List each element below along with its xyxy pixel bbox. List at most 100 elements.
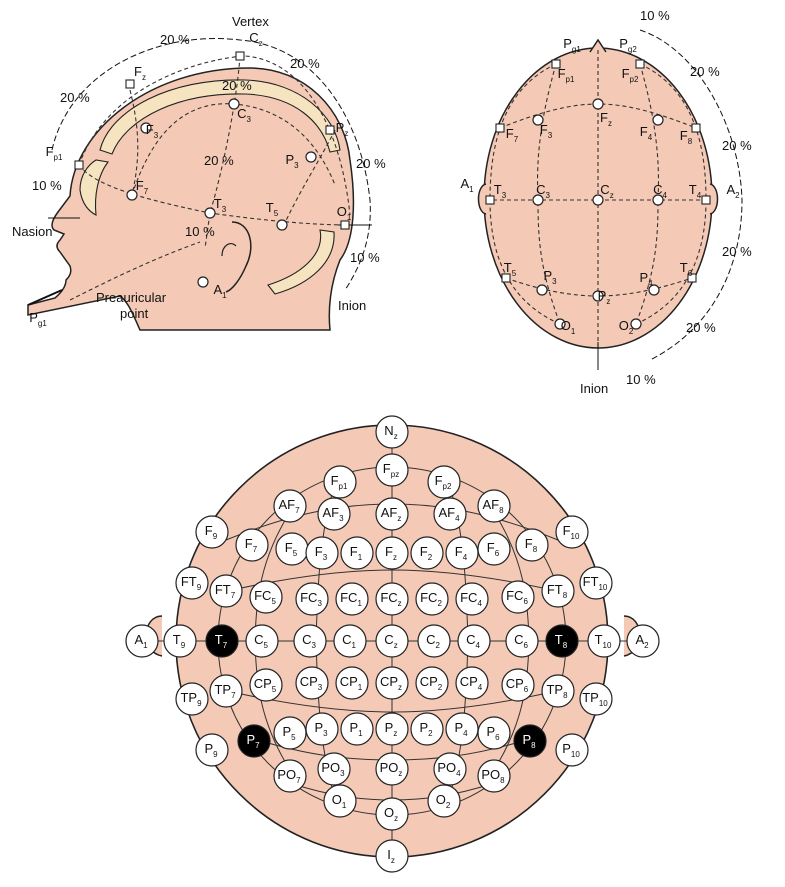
top-electrode-f8-label: F8 (680, 128, 693, 146)
map-electrode-a1-label: A1 (134, 632, 148, 650)
top-electrode-p3 (536, 284, 548, 296)
map-electrode-poz-circle (375, 752, 409, 786)
map-electrode-p3-circle (305, 712, 339, 746)
side-pct-7: 10 % (32, 178, 62, 193)
top-electrode-a2-label: A2 (726, 182, 740, 200)
map-electrode-t7: T7 (205, 624, 239, 658)
map-electrode-cz-circle (375, 624, 409, 658)
map-electrode-f2-circle (410, 536, 444, 570)
map-electrode-iz-label: Iz (387, 847, 395, 865)
map-electrode-c4-circle (457, 624, 491, 658)
top-electrode-fp2-label: Fp2 (622, 66, 639, 84)
map-electrode-c6-circle (505, 624, 539, 658)
side-pct-8: 10 % (185, 224, 215, 239)
map-electrode-pz-circle (375, 712, 409, 746)
map-electrode-fz: Fz (375, 536, 409, 570)
map-electrode-tp10-circle (579, 682, 613, 716)
map-electrode-c3-circle (293, 624, 327, 658)
map-electrode-af8-circle (477, 489, 511, 523)
map-electrode-a1-circle (125, 624, 159, 658)
top-electrode-t4 (701, 195, 711, 205)
map-electrode-fc3-circle (295, 582, 329, 616)
top-pct-5: 20 % (686, 320, 716, 335)
top-electrode-f7 (495, 123, 505, 133)
side-electrode-cz-label: Cz (249, 30, 262, 48)
map-electrode-f7-label: F7 (245, 536, 258, 554)
map-electrode-fc3: FC3 (295, 582, 329, 616)
top-electrode-t4-label: T4 (689, 182, 702, 200)
map-electrode-nz: Nz (375, 415, 409, 449)
map-electrode-fc1-label: FC1 (340, 590, 362, 608)
side-pct-3: 20 % (60, 90, 90, 105)
side-forehead-bone (79, 159, 109, 216)
map-electrode-cp2-circle (415, 666, 449, 700)
map-electrode-c5-label: C5 (254, 632, 268, 650)
map-electrode-ft7-circle (209, 574, 243, 608)
map-electrode-po7: PO7 (273, 759, 307, 793)
side-parasagittal-line (129, 89, 139, 196)
map-electrode-f4: F4 (445, 536, 479, 570)
top-electrode-o2 (630, 318, 642, 330)
map-electrode-cpz-circle (375, 666, 409, 700)
map-electrode-c4: C4 (457, 624, 491, 658)
map-electrode-af3-label: AF3 (322, 505, 344, 523)
map-electrode-p3-label: P3 (314, 720, 328, 738)
map-electrode-c6: C6 (505, 624, 539, 658)
map-electrode-cp4-circle (455, 666, 489, 700)
side-electrode-cz (235, 51, 245, 61)
map-electrode-f6-circle (477, 532, 511, 566)
top-electrode-c3 (532, 194, 544, 206)
top-pct-4: 20 % (722, 244, 752, 259)
side-pct-1: 20 % (160, 32, 190, 47)
side-electrode-pz (325, 125, 335, 135)
map-electrode-fp2: Fp2 (427, 465, 461, 499)
top-electrode-t3-label: T3 (494, 182, 507, 200)
map-electrode-po3: PO3 (317, 752, 351, 786)
top-electrode-f8 (691, 123, 701, 133)
vertex-label: Vertex (232, 14, 269, 29)
top-electrode-t6-label: T6 (680, 260, 693, 278)
map-electrode-f7: F7 (235, 528, 269, 562)
map-electrode-p5: P5 (273, 716, 307, 750)
map-electrode-o1-circle (323, 784, 357, 818)
map-electrode-cp3: CP3 (295, 666, 329, 700)
side-electrode-a1 (197, 276, 209, 288)
map-electrode-tp7-label: TP7 (214, 682, 236, 700)
map-electrode-f2-label: F2 (420, 544, 433, 562)
top-inion-label: Inion (580, 381, 608, 396)
map-electrode-po4: PO4 (433, 752, 467, 786)
map-electrode-cz-label: Cz (384, 632, 397, 650)
map-electrode-p4: P4 (445, 712, 479, 746)
map-electrode-c1-circle (333, 624, 367, 658)
side-electrode-fp1 (74, 160, 84, 170)
map-electrode-pz-label: Pz (385, 720, 398, 738)
map-electrode-p10: P10 (555, 733, 589, 767)
side-electrode-fp1-label: Fp1 (46, 144, 63, 162)
map-electrode-oz-label: Oz (384, 805, 398, 823)
preauricular-label-2: point (120, 306, 149, 321)
map-electrode-p4-label: P4 (454, 720, 468, 738)
map-electrode-p8-label: P8 (522, 732, 536, 750)
map-electrode-af3: AF3 (317, 497, 351, 531)
top-electrode-a1-label: A1 (460, 176, 474, 194)
top-electrode-p3-label: P3 (543, 268, 557, 286)
map-electrode-ft10-circle (579, 566, 613, 600)
top-electrode-o2-label: O2 (619, 318, 634, 336)
map-electrode-cp1: CP1 (335, 666, 369, 700)
map-electrode-f5-label: F5 (285, 540, 298, 558)
top-electrode-fz (592, 98, 604, 110)
map-electrode-a1: A1 (125, 624, 159, 658)
map-electrode-t9-circle (163, 624, 197, 658)
map-electrode-c5-circle (245, 624, 279, 658)
top-electrode-t5-label: T5 (504, 260, 517, 278)
map-electrode-f9-circle (195, 515, 229, 549)
map-electrode-pz: Pz (375, 712, 409, 746)
pg1-probe (27, 289, 63, 306)
top-electrode-f3-label: F3 (540, 122, 553, 140)
top-electrode-cz-label: Cz (600, 182, 613, 200)
map-electrode-fc6: FC6 (501, 580, 535, 614)
map-electrode-fc6-label: FC6 (506, 588, 528, 606)
map-electrode-cp2-label: CP2 (420, 674, 443, 692)
map-electrode-af8: AF8 (477, 489, 511, 523)
map-electrode-o1: O1 (323, 784, 357, 818)
